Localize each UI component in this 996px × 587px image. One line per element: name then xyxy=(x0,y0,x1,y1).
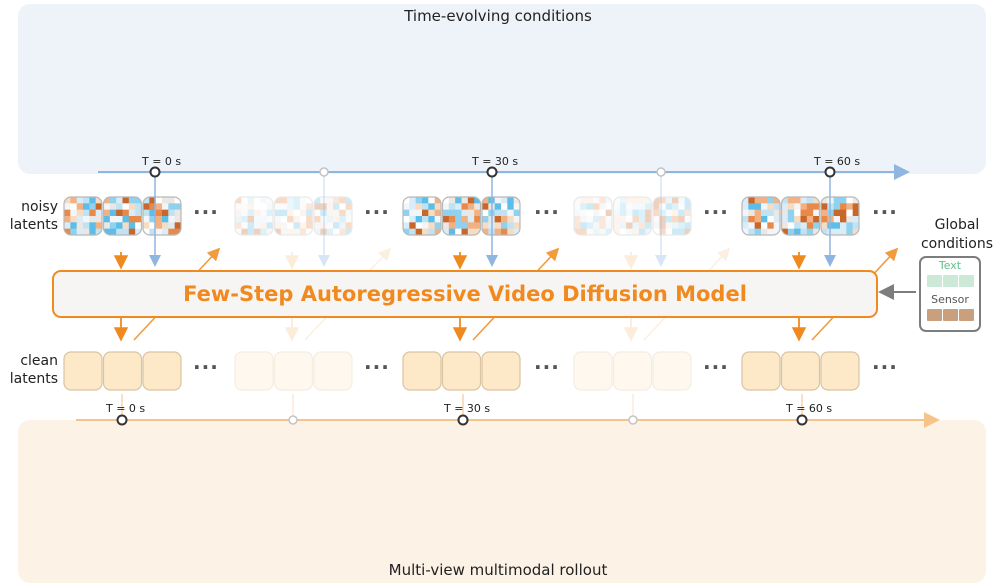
top-tick-label-0: T = 0 s xyxy=(142,155,182,168)
clean-latent-frame xyxy=(780,351,821,391)
clean-latent-frame xyxy=(652,351,692,391)
sensor-token-square xyxy=(959,309,974,321)
rollout-panel xyxy=(18,420,986,583)
top-tick-label-30: T = 30 s xyxy=(472,155,519,168)
global-conditions-box: Text Sensor xyxy=(919,256,981,332)
noisy-latent-frame xyxy=(780,196,821,236)
clean-label-line-1: clean xyxy=(20,353,58,369)
clean-ellipsis: ··· xyxy=(193,355,219,379)
bottom-timeline-node xyxy=(628,415,638,425)
bottom-panel-title: Multi-view multimodal rollout xyxy=(388,561,608,579)
clean-ellipsis: ··· xyxy=(703,355,729,379)
clean-latent-frame xyxy=(612,351,653,391)
text-token-square xyxy=(959,275,974,287)
clean-ellipsis: ··· xyxy=(872,355,898,379)
bottom-timeline-node xyxy=(116,414,128,426)
top-timeline-node xyxy=(824,166,836,178)
clean-label-line-2: latents xyxy=(9,371,58,387)
clean-latent-frame xyxy=(481,351,521,391)
noisy-latents-label: noisy latents xyxy=(0,198,58,234)
bottom-timeline-node xyxy=(457,414,469,426)
noisy-latent-frame xyxy=(741,196,781,236)
top-tick-label-60: T = 60 s xyxy=(814,155,861,168)
noisy-latent-frame xyxy=(820,196,860,236)
noisy-latent-frame xyxy=(273,196,314,236)
noisy-ellipsis: ··· xyxy=(193,200,219,224)
text-condition-label: Text xyxy=(938,259,962,272)
noisy-latent-frame xyxy=(63,196,103,236)
top-timeline-node xyxy=(149,166,161,178)
clean-latent-frame xyxy=(63,351,103,391)
clean-latent-frame xyxy=(820,351,860,391)
noisy-latent-frame xyxy=(102,196,143,236)
bottom-tick-label-0: T = 0 s xyxy=(106,402,146,415)
noisy-latent-frame xyxy=(234,196,274,236)
bottom-timeline-node xyxy=(796,414,808,426)
top-timeline-node xyxy=(656,167,666,177)
diffusion-model-label: Few-Step Autoregressive Video Diffusion … xyxy=(183,282,747,306)
noisy-latent-frame xyxy=(652,196,692,236)
diffusion-model-box xyxy=(52,270,878,318)
noisy-latent-frame xyxy=(441,196,482,236)
sensor-token-square xyxy=(943,309,958,321)
clean-latent-frame xyxy=(102,351,143,391)
noisy-ellipsis: ··· xyxy=(872,200,898,224)
noisy-label-line-1: noisy xyxy=(21,199,58,215)
noisy-ellipsis: ··· xyxy=(703,200,729,224)
clean-latent-frame xyxy=(573,351,613,391)
clean-ellipsis: ··· xyxy=(534,355,560,379)
top-timeline-node xyxy=(486,166,498,178)
bottom-tick-label-60: T = 60 s xyxy=(786,402,833,415)
clean-ellipsis: ··· xyxy=(364,355,390,379)
noisy-ellipsis: ··· xyxy=(534,200,560,224)
text-token-square xyxy=(927,275,942,287)
text-token-square xyxy=(943,275,958,287)
clean-latent-frame xyxy=(741,351,781,391)
noisy-latent-frame xyxy=(481,196,521,236)
top-timeline-node xyxy=(319,167,329,177)
global-title-line-2: conditions xyxy=(920,236,994,252)
global-title-line-1: Global xyxy=(934,217,980,233)
time-evolving-conditions-panel xyxy=(18,4,986,174)
bottom-timeline-node xyxy=(288,415,298,425)
clean-latents-label: clean latents xyxy=(0,352,58,388)
noisy-latent-frame xyxy=(142,196,182,236)
global-conditions-title: Global conditions xyxy=(918,216,996,254)
noisy-ellipsis: ··· xyxy=(364,200,390,224)
bottom-tick-label-30: T = 30 s xyxy=(444,402,491,415)
noisy-latent-frame xyxy=(402,196,442,236)
clean-latent-frame xyxy=(142,351,182,391)
clean-latent-frame xyxy=(441,351,482,391)
clean-latent-frame xyxy=(402,351,442,391)
clean-latent-frame xyxy=(273,351,314,391)
sensor-token-square xyxy=(927,309,942,321)
noisy-latent-frame xyxy=(313,196,353,236)
noisy-label-line-2: latents xyxy=(9,217,58,233)
clean-latent-frame xyxy=(313,351,353,391)
noisy-latent-frame xyxy=(573,196,613,236)
noisy-latent-frame xyxy=(612,196,653,236)
sensor-condition-label: Sensor xyxy=(931,293,969,306)
clean-latent-frame xyxy=(234,351,274,391)
top-panel-title: Time-evolving conditions xyxy=(404,7,592,25)
